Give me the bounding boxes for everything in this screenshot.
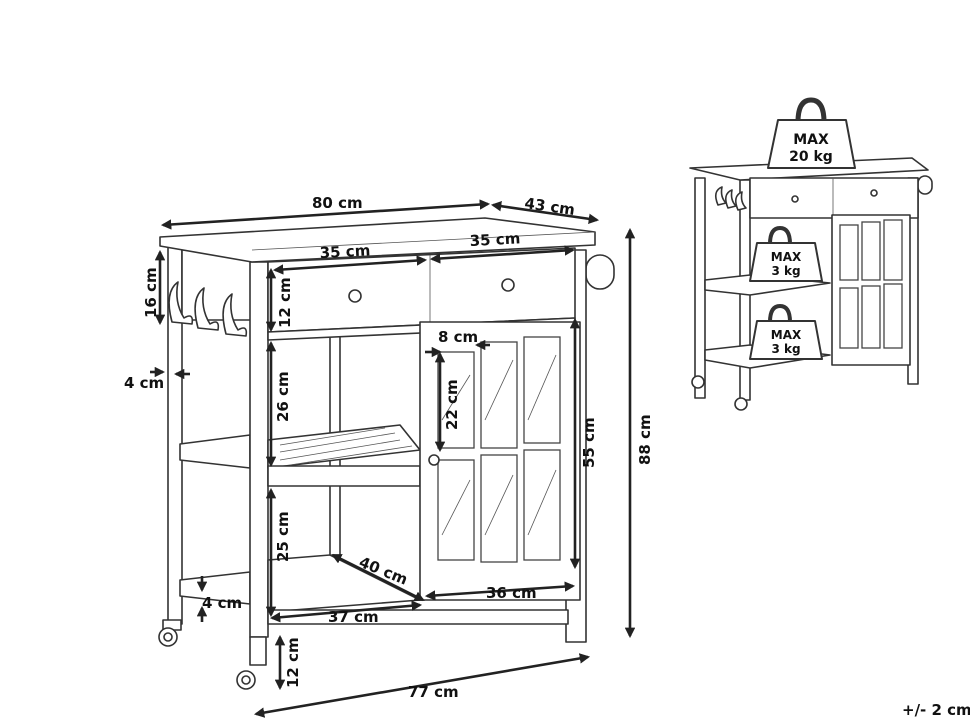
label-hook-panel-height: 16 cm xyxy=(142,267,160,318)
label-bottom-rail-height: 4 cm xyxy=(202,594,242,612)
label-lower-shelf-gap: 25 cm xyxy=(274,511,292,562)
svg-text:20 kg: 20 kg xyxy=(789,149,833,165)
label-total-height: 88 cm xyxy=(636,414,654,465)
weight-top: MAX 20 kg xyxy=(767,97,856,169)
label-glass-pane-height: 22 cm xyxy=(443,379,461,430)
label-upper-shelf-gap: 26 cm xyxy=(274,371,292,422)
svg-text:3 kg: 3 kg xyxy=(771,264,800,278)
weight-shelf: MAX 3 kg xyxy=(749,226,823,282)
weight-bottom: MAX 3 kg xyxy=(749,304,823,360)
label-depth-top: 43 cm xyxy=(523,194,576,219)
label-caster-height: 12 cm xyxy=(284,637,302,688)
label-base-width: 77 cm xyxy=(408,683,459,701)
label-glass-pane-width: 8 cm xyxy=(438,328,478,346)
door-knob xyxy=(428,454,440,466)
label-drawer-height: 12 cm xyxy=(276,277,294,328)
svg-text:MAX: MAX xyxy=(793,132,829,148)
load-limit-cart: MAX 20 kg MAX 3 kg MAX 3 kg xyxy=(689,97,933,411)
main-cart-drawing xyxy=(158,217,615,690)
label-door-height: 55 cm xyxy=(580,417,598,468)
hooks xyxy=(168,281,248,337)
svg-text:3 kg: 3 kg xyxy=(771,342,800,356)
label-width-top: 80 cm xyxy=(312,194,363,212)
label-side-inset: 4 cm xyxy=(124,374,164,392)
label-drawer-left-width: 35 cm xyxy=(319,241,370,262)
label-drawer-right-width: 35 cm xyxy=(469,229,520,250)
label-door-width: 36 cm xyxy=(486,584,537,602)
svg-text:MAX: MAX xyxy=(771,250,802,264)
svg-text:MAX: MAX xyxy=(771,328,802,342)
drawer-knob-left xyxy=(348,289,362,303)
tolerance-note: +/- 2 cm xyxy=(902,701,970,719)
dimension-lines xyxy=(150,199,636,718)
label-bottom-shelf-width: 37 cm xyxy=(328,608,379,626)
drawer-knob-right xyxy=(501,278,515,292)
